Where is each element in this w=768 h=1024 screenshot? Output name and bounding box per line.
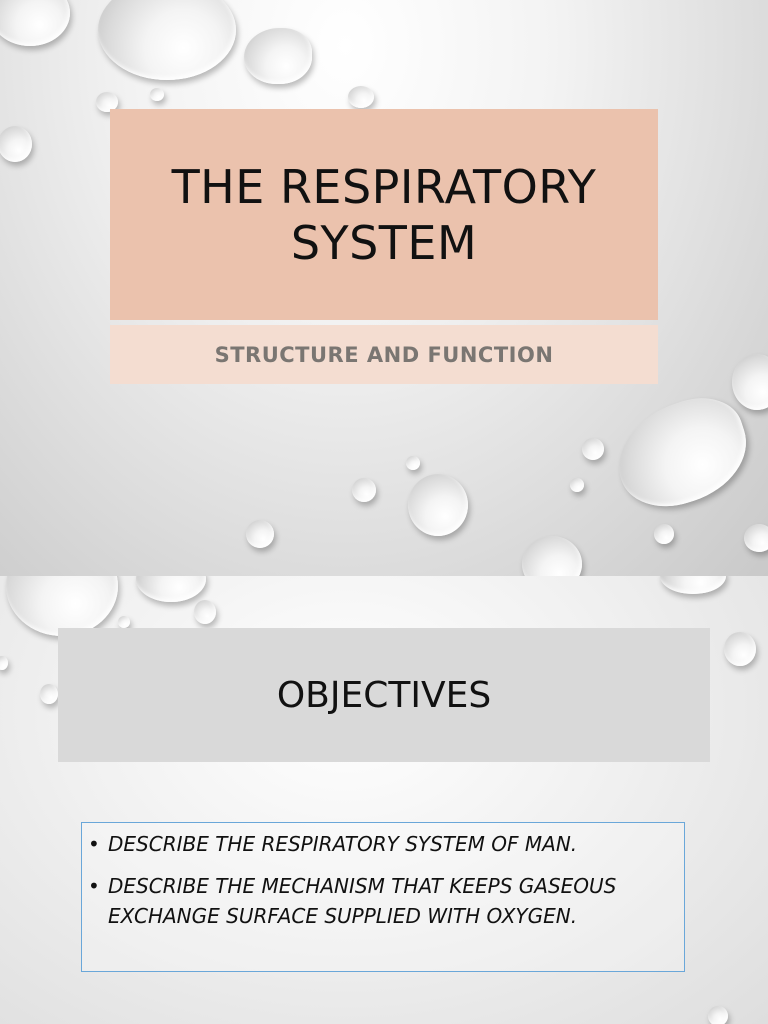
water-droplet bbox=[0, 126, 32, 162]
water-droplet bbox=[194, 600, 216, 624]
slide-title-line-2: SYSTEM bbox=[290, 215, 478, 270]
objectives-slide: OBJECTIVES • DESCRIBE THE RESPIRATORY SY… bbox=[0, 576, 768, 1024]
water-droplet bbox=[136, 576, 206, 602]
water-droplet bbox=[708, 1006, 728, 1024]
list-item: • DESCRIBE THE MECHANISM THAT KEEPS GASE… bbox=[88, 871, 674, 931]
water-droplet bbox=[654, 524, 674, 544]
water-droplet bbox=[604, 386, 760, 520]
objective-text: DESCRIBE THE MECHANISM THAT KEEPS GASEOU… bbox=[108, 874, 617, 928]
water-droplet bbox=[150, 88, 164, 101]
water-droplet bbox=[98, 0, 236, 80]
water-droplet bbox=[582, 438, 604, 460]
list-item: • DESCRIBE THE RESPIRATORY SYSTEM OF MAN… bbox=[88, 829, 674, 859]
water-droplet bbox=[244, 28, 312, 84]
objective-text: DESCRIBE THE RESPIRATORY SYSTEM OF MAN. bbox=[108, 832, 578, 856]
slide-subtitle: STRUCTURE AND FUNCTION bbox=[214, 342, 554, 367]
bullet-icon: • bbox=[88, 874, 100, 898]
water-droplet bbox=[96, 92, 118, 112]
water-droplet bbox=[732, 354, 768, 410]
water-droplet bbox=[246, 520, 274, 548]
water-droplet bbox=[660, 576, 726, 594]
water-droplet bbox=[406, 456, 420, 470]
water-droplet bbox=[570, 478, 584, 492]
bullet-icon: • bbox=[88, 832, 100, 856]
water-droplet bbox=[724, 632, 756, 666]
water-droplet bbox=[408, 474, 468, 536]
water-droplet bbox=[0, 0, 70, 46]
water-droplet bbox=[40, 684, 58, 704]
title-slide: THE RESPIRATORY SYSTEM STRUCTURE AND FUN… bbox=[0, 0, 768, 576]
water-droplet bbox=[6, 576, 118, 636]
water-droplet bbox=[0, 656, 8, 670]
objectives-list: • DESCRIBE THE RESPIRATORY SYSTEM OF MAN… bbox=[82, 823, 684, 931]
water-droplet bbox=[744, 524, 768, 552]
objectives-heading: OBJECTIVES bbox=[276, 674, 492, 716]
water-droplet bbox=[348, 86, 374, 108]
subtitle-box: STRUCTURE AND FUNCTION bbox=[110, 325, 658, 384]
slide-title-line-1: THE RESPIRATORY bbox=[171, 159, 597, 214]
objectives-list-box: • DESCRIBE THE RESPIRATORY SYSTEM OF MAN… bbox=[81, 822, 685, 972]
objectives-heading-box: OBJECTIVES bbox=[58, 628, 710, 762]
water-droplet bbox=[352, 478, 376, 502]
title-box: THE RESPIRATORY SYSTEM bbox=[110, 109, 658, 320]
slide-title: THE RESPIRATORY SYSTEM bbox=[172, 159, 597, 271]
water-droplet bbox=[118, 616, 130, 628]
water-droplet bbox=[522, 536, 582, 576]
